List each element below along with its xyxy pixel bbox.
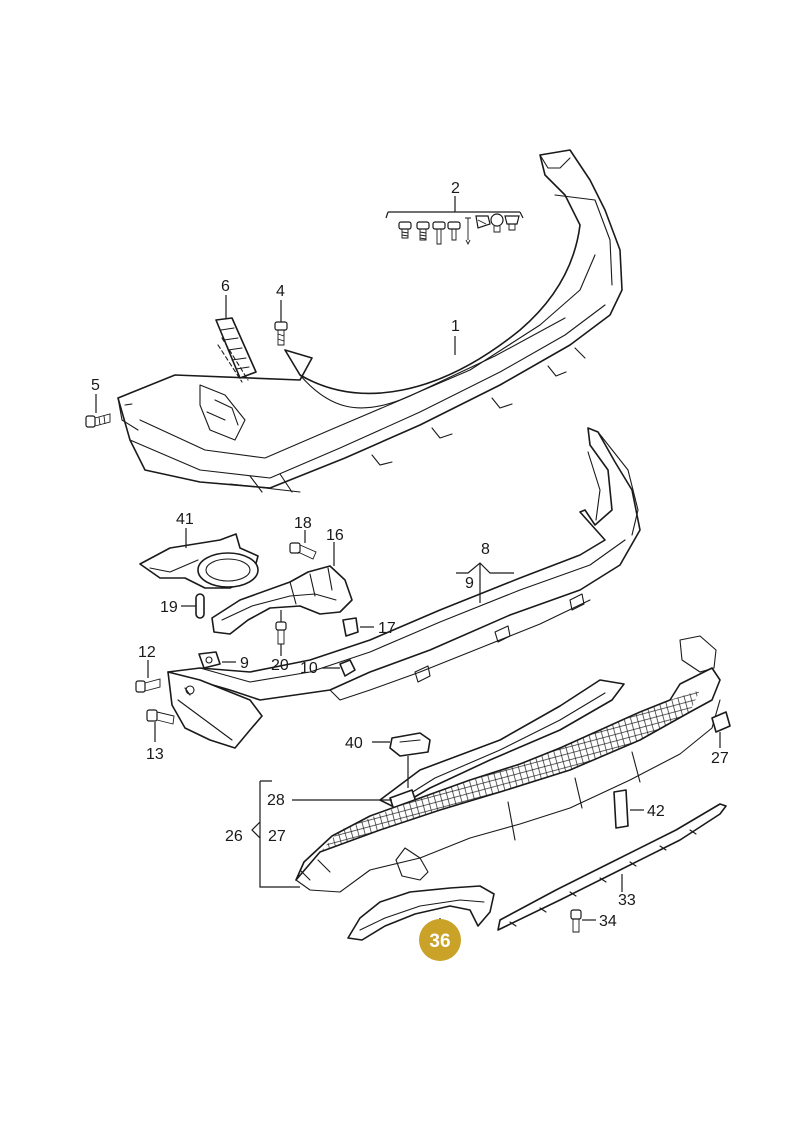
callout-41: 41: [176, 511, 194, 528]
mounting-bracket-16: [211, 542, 353, 635]
callout-2: 2: [451, 180, 460, 197]
callout-4: 4: [276, 283, 285, 300]
callout-10: 10: [300, 660, 318, 677]
callout-17: 17: [378, 620, 396, 637]
leader-8-9: [456, 562, 514, 603]
callout-9-lower: 9: [240, 655, 249, 672]
callout-33: 33: [618, 892, 636, 909]
clip-17: [342, 617, 374, 637]
callout-27-left: 27: [268, 828, 286, 845]
callout-16: 16: [326, 527, 344, 544]
sensor-bracket-40: [372, 732, 431, 788]
callout-40: 40: [345, 735, 363, 752]
callout-1: 1: [451, 318, 460, 335]
highlight-callout-36[interactable]: 36: [419, 919, 461, 961]
bolt-5: [85, 394, 111, 428]
bolt-4: [274, 300, 288, 346]
diffuser-main-grille: [295, 635, 721, 893]
callout-8: 8: [481, 541, 490, 558]
highlight-callout-label: 36: [429, 931, 450, 952]
callout-6: 6: [221, 278, 230, 295]
callout-9-upper: 9: [465, 575, 474, 592]
bracket-42: [613, 789, 644, 829]
callout-28: 28: [267, 792, 285, 809]
bolt-13: [146, 709, 175, 742]
fastener-set: [385, 196, 524, 246]
bolt-12: [135, 660, 161, 693]
group-bracket-26: [251, 780, 392, 888]
grille-6: [215, 295, 257, 383]
clip-27: [711, 711, 731, 748]
callout-19: 19: [160, 599, 178, 616]
callout-12: 12: [138, 644, 156, 661]
tailpipe-trim-41: [139, 528, 259, 589]
bolt-34: [570, 909, 596, 933]
bumper-cover-upper: [117, 149, 623, 493]
callout-27-right: 27: [711, 750, 729, 767]
callout-34: 34: [599, 913, 617, 930]
side-trim-left: [167, 671, 263, 749]
clip-19: [181, 593, 205, 619]
callout-5: 5: [91, 377, 100, 394]
grommet-10: [322, 659, 356, 677]
callout-20: 20: [271, 657, 289, 674]
nut-9: [198, 651, 236, 669]
bolt-18: [289, 530, 317, 560]
callout-26: 26: [225, 828, 243, 845]
trim-strip-33: [497, 803, 727, 931]
lower-bumper-panel: [167, 427, 641, 701]
callout-42: 42: [647, 803, 665, 820]
bolt-20: [275, 610, 287, 656]
callout-13: 13: [146, 746, 164, 763]
callout-18: 18: [294, 515, 312, 532]
